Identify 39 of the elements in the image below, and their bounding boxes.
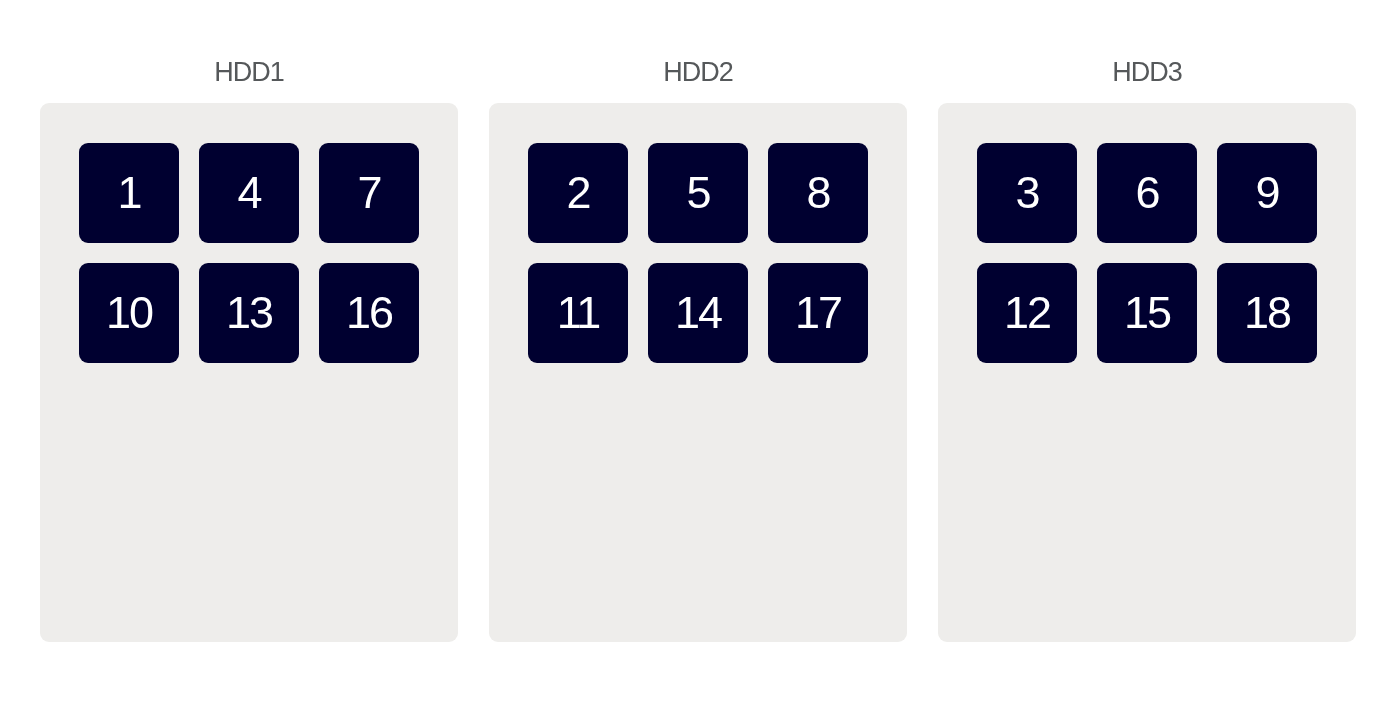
block-number: 1	[117, 169, 141, 217]
block-number: 8	[806, 169, 830, 217]
block-number: 7	[357, 169, 381, 217]
block-number: 5	[686, 169, 710, 217]
block-number: 12	[1003, 289, 1051, 337]
block-tile	[528, 143, 628, 243]
block-number: 18	[1243, 289, 1291, 337]
block-number: 6	[1135, 169, 1159, 217]
block-number: 2	[566, 169, 590, 217]
block-tile	[977, 263, 1077, 363]
block-tile	[768, 263, 868, 363]
panel-heading: HDD1	[213, 56, 285, 88]
block-number: 3	[1015, 169, 1039, 217]
block-tile	[319, 263, 419, 363]
block-number: 13	[225, 289, 273, 337]
block-tile	[648, 143, 748, 243]
block-tile	[768, 143, 868, 243]
block-number: 14	[674, 289, 722, 337]
block-tile	[1097, 143, 1197, 243]
block-number: 17	[794, 289, 842, 337]
block-tile	[1217, 143, 1317, 243]
block-tile	[79, 143, 179, 243]
block-number: 10	[105, 289, 153, 337]
block-tile	[977, 143, 1077, 243]
block-number: 15	[1123, 289, 1171, 337]
block-tile	[1097, 263, 1197, 363]
block-tile	[319, 143, 419, 243]
block-tile	[199, 263, 299, 363]
block-tile	[648, 263, 748, 363]
block-number: 4	[237, 169, 261, 217]
block-tile	[528, 263, 628, 363]
block-number: 16	[345, 289, 393, 337]
panel-heading: HDD3	[1111, 56, 1183, 88]
panel-heading: HDD2	[662, 56, 734, 88]
block-number: 9	[1255, 169, 1279, 217]
block-tile	[79, 263, 179, 363]
block-tile	[199, 143, 299, 243]
block-tile	[1217, 263, 1317, 363]
block-number: 11	[556, 289, 600, 337]
